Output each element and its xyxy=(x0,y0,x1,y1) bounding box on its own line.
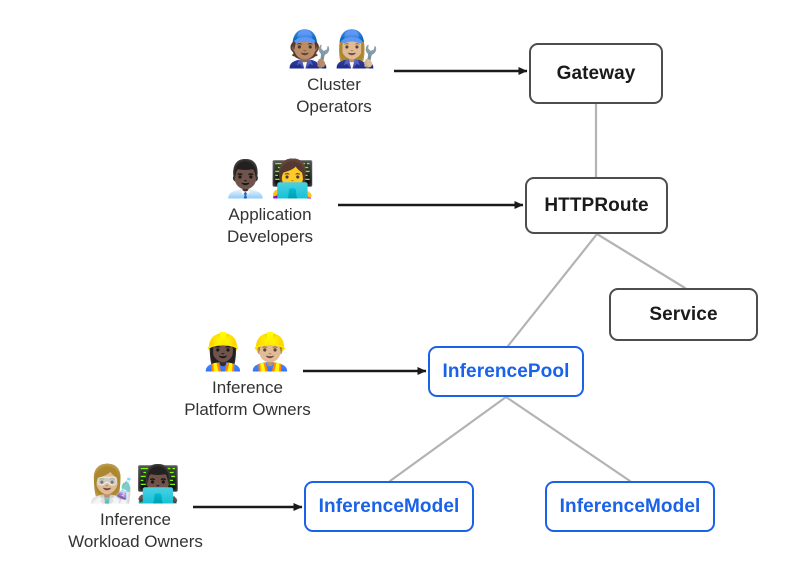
node-label: HTTPRoute xyxy=(544,194,649,216)
node-label: InferenceModel xyxy=(318,495,460,517)
persona-avatar-icon: 🧑🏽‍🔧👩🏼‍🔧 xyxy=(287,29,381,70)
persona-label: Inference Workload Owners xyxy=(68,510,203,551)
persona-cluster-operators: 🧑🏽‍🔧👩🏼‍🔧 Cluster Operators xyxy=(274,30,394,118)
edge-inferencepool-to-inferencemodel-right xyxy=(504,395,632,483)
persona-arrows xyxy=(193,67,528,511)
node-label: InferenceModel xyxy=(559,495,701,517)
node-inferencepool[interactable]: InferencePool xyxy=(428,346,584,397)
edge-httproute-to-inferencepool xyxy=(506,232,599,348)
persona-application-developers: 👨🏿‍💼👩‍💻 Application Developers xyxy=(210,160,330,248)
node-httproute[interactable]: HTTPRoute xyxy=(525,177,668,234)
node-service[interactable]: Service xyxy=(609,288,758,341)
node-inferencemodel-right[interactable]: InferenceModel xyxy=(545,481,715,532)
persona-avatar-icon: 👩🏼‍🔬👨🏿‍💻 xyxy=(88,464,183,505)
persona-avatar-icon: 👨🏿‍💼👩‍💻 xyxy=(223,159,317,200)
persona-label: Application Developers xyxy=(227,205,313,246)
node-label: Gateway xyxy=(556,62,636,84)
node-label: InferencePool xyxy=(442,360,570,382)
edge-httproute-to-service xyxy=(595,232,687,290)
node-gateway[interactable]: Gateway xyxy=(529,43,663,104)
persona-inference-workload-owners: 👩🏼‍🔬👨🏿‍💻 Inference Workload Owners xyxy=(58,465,213,553)
node-label: Service xyxy=(649,303,718,325)
persona-label: Cluster Operators xyxy=(296,75,372,116)
node-inferencemodel-left[interactable]: InferenceModel xyxy=(304,481,474,532)
persona-avatar-icon: 👷🏿‍♀️👷🏼‍♂️ xyxy=(200,332,295,373)
edge-inferencepool-to-inferencemodel-left xyxy=(388,395,508,483)
persona-label: Inference Platform Owners xyxy=(184,378,311,419)
persona-inference-platform-owners: 👷🏿‍♀️👷🏼‍♂️ Inference Platform Owners xyxy=(175,333,320,421)
